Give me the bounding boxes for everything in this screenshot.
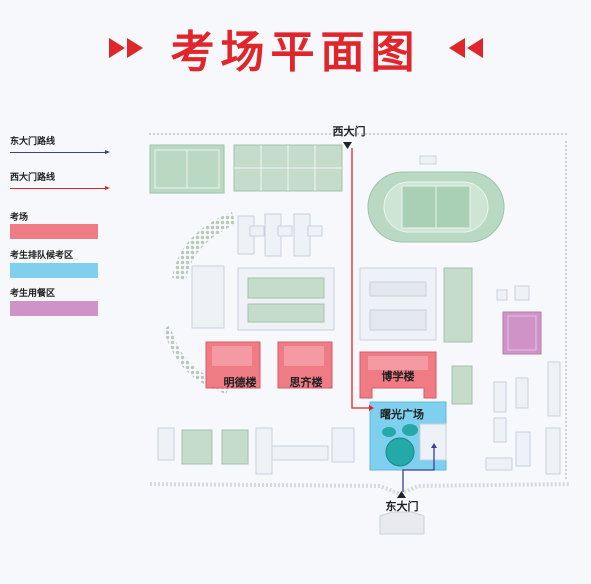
- page-title: 考场平面图: [0, 18, 591, 78]
- boxue-label: 博学楼: [382, 369, 415, 383]
- legend-west-route: 西大门路线: [10, 170, 110, 190]
- legend-line-red: [10, 186, 110, 190]
- exam-building-boxue: [359, 351, 437, 399]
- dining-area: [502, 311, 542, 355]
- small-courts: [451, 365, 473, 405]
- arrow-head-icon: [105, 150, 110, 154]
- legend-line-blue: [10, 150, 110, 154]
- tennis-courts: [233, 144, 343, 192]
- mingde-label: 明德楼: [224, 375, 257, 389]
- legend-swatch-pink: [10, 224, 98, 239]
- legend-label: 东大门路线: [10, 137, 56, 147]
- east-gate-route: [402, 443, 437, 492]
- legend-swatch-purple: [10, 301, 98, 316]
- legend-label: 西大门路线: [10, 173, 56, 183]
- south-buildings: [157, 423, 447, 475]
- siqi-label: 思齐楼: [290, 375, 323, 389]
- east-gate-marker-icon: [397, 491, 406, 498]
- legend-swatch-blue: [10, 263, 98, 278]
- central-sports-hall: [237, 267, 335, 331]
- shuguang-label: 曙光广场: [380, 407, 424, 421]
- fence-top: [148, 133, 568, 137]
- legend-label: 考生排队候考区: [10, 251, 74, 261]
- east-gate-structure: [379, 511, 425, 535]
- teaching-building-east: [359, 267, 437, 341]
- title-left-arrows: [108, 38, 145, 58]
- title-text: 考场平面图: [170, 27, 421, 78]
- arrow-right-icon: [126, 38, 143, 58]
- legend-east-route: 东大门路线: [10, 134, 110, 154]
- east-gate-label: 东大门: [386, 499, 419, 513]
- legend-dining: 考生用餐区: [10, 286, 98, 316]
- library-building: [191, 265, 225, 329]
- west-gate-marker-icon: [343, 142, 352, 149]
- running-track: [367, 171, 505, 243]
- arrow-head-icon: [105, 186, 110, 190]
- arrow-left-icon: [448, 38, 465, 58]
- fence-right: [565, 140, 569, 480]
- tree-grove-nw: [172, 212, 236, 280]
- east-buildings: [485, 285, 561, 475]
- small-building: [419, 155, 437, 165]
- legend-queue-area: 考生排队候考区: [10, 248, 98, 278]
- exam-building-siqi: [277, 341, 333, 389]
- arrow-right-icon: [108, 38, 125, 58]
- title-right-arrows: [447, 38, 483, 58]
- exam-building-mingde: [205, 341, 261, 389]
- dormitory-buildings: [237, 213, 323, 257]
- west-gate-label: 西大门: [333, 124, 366, 138]
- legend-label: 考生用餐区: [10, 289, 56, 299]
- legend-exam-room: 考场: [10, 210, 98, 239]
- fence-bottom: [149, 482, 571, 497]
- west-gate-route: [351, 148, 374, 411]
- arrow-left-icon: [466, 38, 483, 58]
- courts-east: [443, 267, 473, 343]
- legend-label: 考场: [10, 213, 29, 223]
